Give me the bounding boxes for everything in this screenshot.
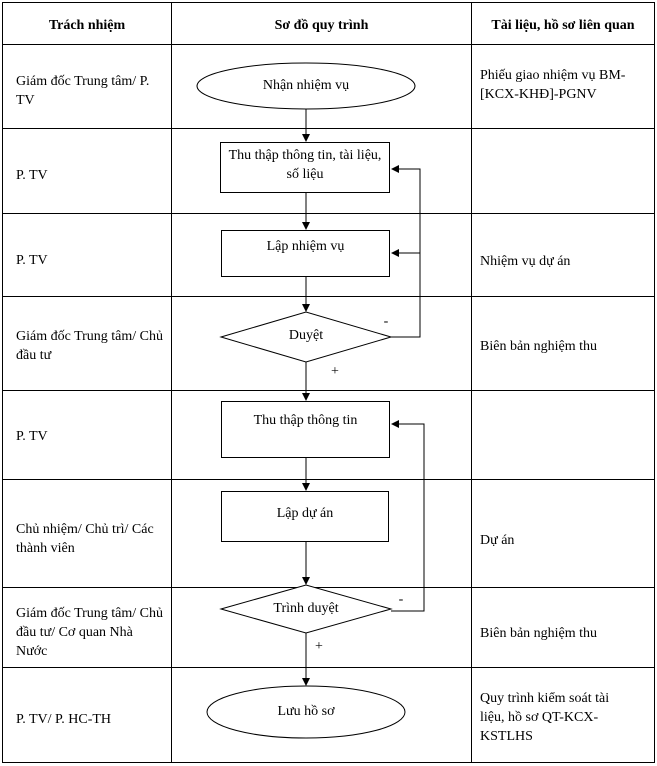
row-8-responsibility: P. TV/ P. HC-TH	[16, 712, 112, 727]
plan-project-box	[221, 491, 389, 542]
step-receive: Nhận nhiệm vụ	[262, 78, 350, 93]
row-5-responsibility: P. TV	[16, 429, 48, 444]
approve-yes-label: +	[331, 364, 339, 379]
row-3-responsibility: P. TV	[16, 253, 48, 268]
end-ellipse	[206, 685, 406, 739]
header-responsibility: Trách nhiệm	[48, 18, 126, 33]
step-plan-project: Lập dự án	[276, 506, 334, 521]
header-documents: Tài liệu, hồ sơ liên quan	[491, 18, 635, 33]
row-8-document: Quy trình kiểm soát tài liệu, hồ sơ QT-K…	[480, 691, 610, 744]
collect-docs-box	[220, 142, 390, 193]
row-6-responsibility: Chủ nhiệm/ Chủ trì/ Các thành viên	[16, 522, 154, 556]
step-archive: Lưu hồ sơ	[277, 704, 335, 719]
submit-yes-label: +	[315, 639, 323, 654]
row-7-document: Biên bản nghiệm thu	[480, 626, 598, 641]
row-4-responsibility: Giám đốc Trung tâm/ Chủ đầu tư	[16, 329, 164, 363]
row-7-responsibility: Giám đốc Trung tâm/ Chủ đầu tư/ Cơ quan …	[16, 606, 164, 659]
row-4-document: Biên bản nghiệm thu	[480, 339, 598, 354]
feedback-loop-2	[391, 420, 425, 612]
submit-no-label: -	[398, 592, 404, 607]
row-2-responsibility: P. TV	[16, 168, 48, 183]
step-submit: Trình duyệt	[273, 601, 339, 616]
step-plan-task: Lập nhiệm vụ	[266, 239, 345, 254]
plan-task-box	[221, 230, 390, 277]
approve-no-label: -	[383, 314, 389, 329]
collect-info-box	[221, 401, 390, 458]
step-collect-info: Thu thập thông tin	[253, 413, 358, 428]
feedback-loop-1	[391, 165, 421, 338]
row-3-document: Nhiệm vụ dự án	[480, 254, 571, 269]
step-collect-docs: Thu thập thông tin, tài liệu, số liệu	[228, 148, 382, 182]
row-1-document: Phiếu giao nhiệm vụ BM-[KCX-KHĐ]-PGNV	[480, 68, 626, 102]
row-6-document: Dự án	[480, 533, 515, 548]
submit-diamond	[219, 584, 393, 634]
row-1-responsibility: Giám đốc Trung tâm/ P. TV	[16, 74, 150, 108]
step-approve: Duyệt	[288, 328, 324, 343]
header-flowchart: Sơ đồ quy trình	[274, 18, 369, 33]
